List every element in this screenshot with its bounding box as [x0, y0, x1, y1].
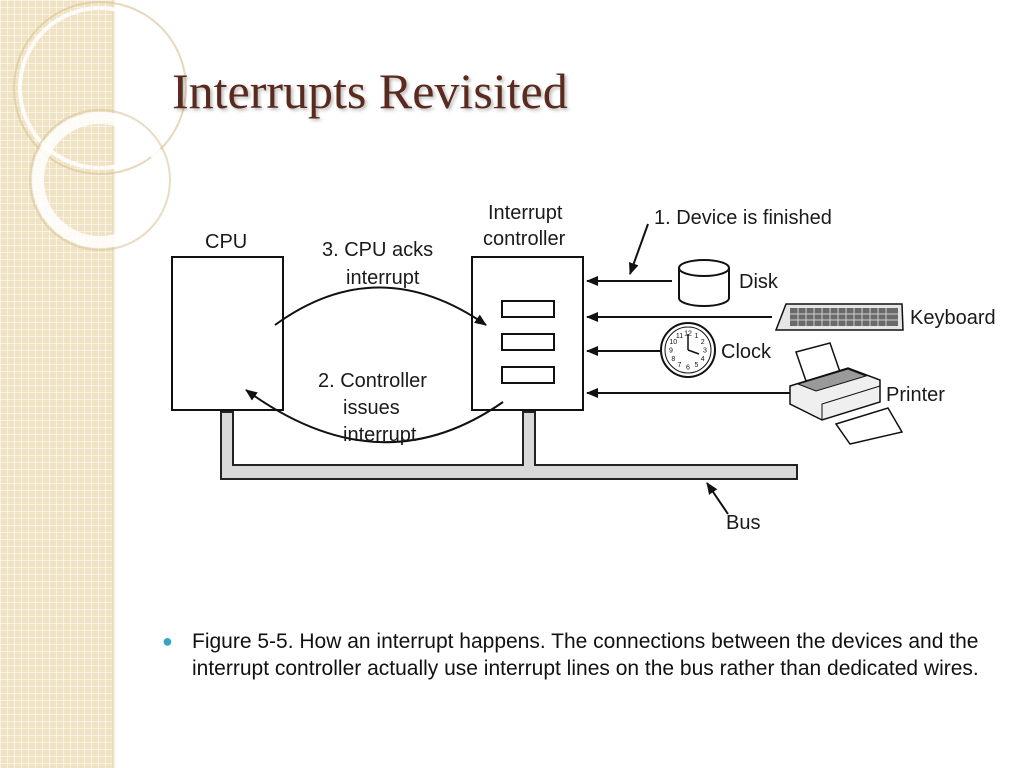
bus — [220, 411, 798, 480]
clock-numeral: 1 — [695, 333, 699, 340]
controller-register — [501, 333, 555, 351]
controller-register — [501, 366, 555, 384]
figure-caption: Figure 5-5. How an interrupt happens. Th… — [192, 630, 979, 680]
keyboard-label: Keyboard — [910, 307, 996, 329]
decorative-side-band — [0, 0, 112, 768]
clock-numeral: 7 — [678, 362, 682, 369]
step1-label: 1. Device is finished — [654, 207, 832, 229]
step3-label-line1: 3. CPU acks — [322, 239, 433, 261]
keyboard-icon — [774, 303, 904, 331]
controller-label-line1: Interrupt — [488, 202, 563, 224]
step2-label-line2: issues — [343, 397, 400, 419]
controller-register — [501, 300, 555, 318]
cpu-ack-arrow — [274, 286, 487, 326]
clock-numeral: 3 — [703, 348, 707, 355]
cpu-label: CPU — [205, 231, 247, 253]
clock-numeral: 8 — [671, 356, 675, 363]
controller-interrupt-arrow — [245, 389, 504, 444]
clock-numeral: 12 — [684, 331, 692, 338]
clock-numeral: 11 — [676, 333, 683, 340]
bullet-item: ● Figure 5-5. How an interrupt happens. … — [160, 628, 1010, 682]
controller-label-line2: controller — [483, 228, 566, 250]
disk-icon — [678, 259, 730, 307]
bus-pointer-arrow — [706, 482, 729, 515]
decorative-rings — [13, 1, 187, 251]
clock-numeral: 10 — [669, 339, 677, 346]
clock-numeral: 5 — [695, 362, 699, 369]
clock-numeral: 6 — [686, 365, 690, 372]
printer-icon — [789, 342, 904, 445]
bus-label: Bus — [726, 512, 760, 534]
bullet-list: ● Figure 5-5. How an interrupt happens. … — [160, 628, 1010, 682]
clock-numeral: 9 — [669, 348, 673, 355]
step2-label-line1: 2. Controller — [318, 370, 427, 392]
clock-label: Clock — [721, 341, 772, 363]
side-band-edge — [112, 0, 116, 768]
bullet-dot-icon: ● — [162, 631, 173, 651]
clock-numeral: 2 — [701, 339, 705, 346]
step3-label-line2: interrupt — [346, 267, 420, 289]
printer-label: Printer — [886, 384, 945, 406]
cpu-box — [171, 256, 284, 411]
step2-label-line3: interrupt — [343, 424, 417, 446]
slide-title: Interrupts Revisited — [172, 63, 568, 119]
disk-label: Disk — [739, 271, 779, 293]
clock-numeral: 4 — [701, 356, 705, 363]
device-finished-arrow — [629, 223, 649, 275]
